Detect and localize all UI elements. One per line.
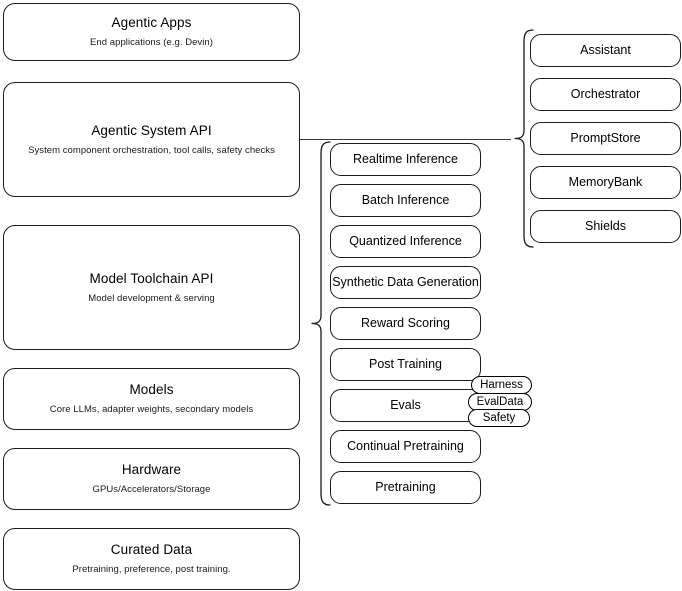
eval-pill-harness[interactable]: Harness <box>471 376 532 394</box>
capability-synthetic-data-generation[interactable]: Synthetic Data Generation <box>330 266 481 299</box>
capability-label: Batch Inference <box>361 192 450 207</box>
eval-pill-label: EvalData <box>476 396 524 408</box>
capability-label: Realtime Inference <box>353 151 458 166</box>
layer-subtitle: Core LLMs, adapter weights, secondary mo… <box>49 404 254 415</box>
layer-subtitle: Model development & serving <box>88 292 215 304</box>
layer-title: Agentic System API <box>91 122 212 138</box>
layer-title: Curated Data <box>110 542 193 558</box>
layer-subtitle: End applications (e.g. Devin) <box>90 37 213 48</box>
component-promptstore[interactable]: PromptStore <box>530 122 681 155</box>
eval-pill-evaldata[interactable]: EvalData <box>468 393 532 411</box>
layer-agentic-apps[interactable]: Agentic Apps End applications (e.g. Devi… <box>3 3 300 61</box>
layer-title: Agentic Apps <box>111 15 192 31</box>
layer-hardware[interactable]: Hardware GPUs/Accelerators/Storage <box>3 448 300 510</box>
eval-pill-label: Safety <box>482 412 516 424</box>
component-memorybank[interactable]: MemoryBank <box>530 166 681 199</box>
component-orchestrator[interactable]: Orchestrator <box>530 78 681 111</box>
bracket-toolchain-group <box>311 141 331 506</box>
capability-label: Evals <box>390 397 421 412</box>
capability-continual-pretraining[interactable]: Continual Pretraining <box>330 430 481 463</box>
layer-models[interactable]: Models Core LLMs, adapter weights, secon… <box>3 368 300 430</box>
layer-model-toolchain-api[interactable]: Model Toolchain API Model development & … <box>3 225 300 350</box>
layer-agentic-system-api[interactable]: Agentic System API System component orch… <box>3 82 300 197</box>
component-shields[interactable]: Shields <box>530 210 681 243</box>
layer-title: Hardware <box>121 462 182 478</box>
component-label: Orchestrator <box>570 86 641 101</box>
capability-label: Pretraining <box>375 479 436 494</box>
capability-label: Quantized Inference <box>349 233 462 248</box>
layer-curated-data[interactable]: Curated Data Pretraining, preference, po… <box>3 528 300 590</box>
eval-pill-safety[interactable]: Safety <box>468 409 530 427</box>
capability-evals[interactable]: Evals <box>330 389 481 422</box>
capability-reward-scoring[interactable]: Reward Scoring <box>330 307 481 340</box>
capability-post-training[interactable]: Post Training <box>330 348 481 381</box>
component-label: Shields <box>585 218 626 233</box>
capability-realtime-inference[interactable]: Realtime Inference <box>330 143 481 176</box>
capability-label: Synthetic Data Generation <box>332 274 479 289</box>
component-label: MemoryBank <box>568 174 643 189</box>
layer-subtitle: Pretraining, preference, post training. <box>72 564 231 575</box>
layer-title: Models <box>129 382 174 398</box>
component-label: PromptStore <box>570 130 641 145</box>
capability-label: Post Training <box>369 356 442 371</box>
component-assistant[interactable]: Assistant <box>530 34 681 67</box>
bracket-agentic-group <box>514 29 534 248</box>
capability-batch-inference[interactable]: Batch Inference <box>330 184 481 217</box>
capability-pretraining[interactable]: Pretraining <box>330 471 481 504</box>
capability-label: Continual Pretraining <box>347 438 464 453</box>
capability-label: Reward Scoring <box>361 315 450 330</box>
component-label: Assistant <box>580 42 631 57</box>
capability-quantized-inference[interactable]: Quantized Inference <box>330 225 481 258</box>
connector-agentic-system-api <box>300 138 511 140</box>
layer-subtitle: GPUs/Accelerators/Storage <box>92 484 211 495</box>
layer-title: Model Toolchain API <box>89 270 214 286</box>
layer-subtitle: System component orchestration, tool cal… <box>28 144 275 156</box>
eval-pill-label: Harness <box>480 379 523 391</box>
